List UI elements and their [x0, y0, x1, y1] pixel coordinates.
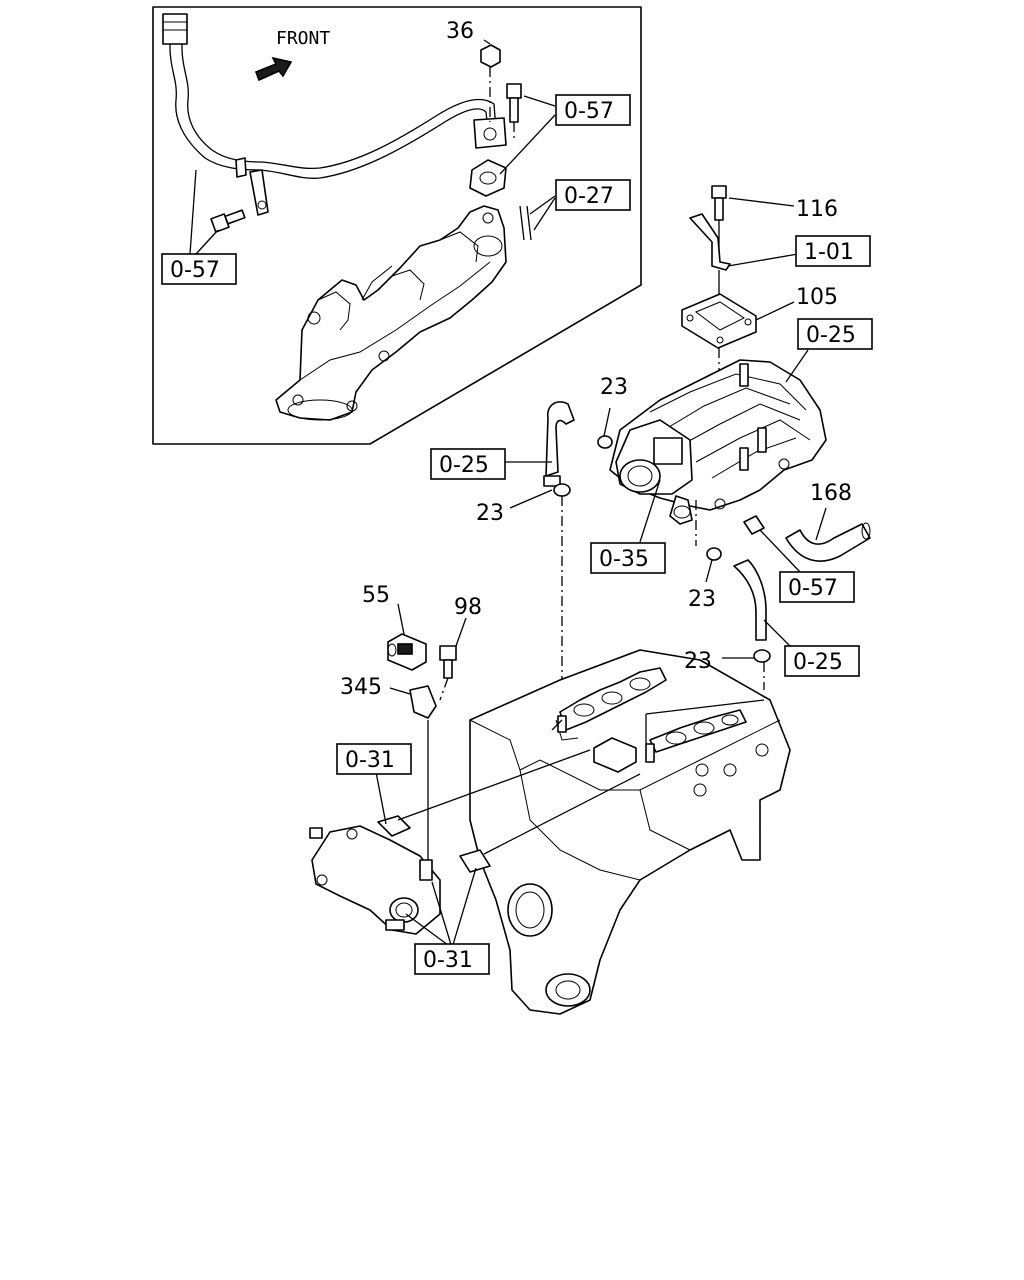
ref-box-0-25-right[interactable]: 0-25	[797, 318, 873, 350]
svg-text:0-25: 0-25	[793, 650, 843, 675]
ref-box-1-01[interactable]: 1-01	[795, 235, 871, 267]
pipe-flange	[469, 117, 507, 197]
inset-panel: FRONT	[152, 6, 642, 445]
svg-text:1-01: 1-01	[804, 240, 854, 265]
callout-36: 36	[446, 19, 474, 44]
svg-text:0-57: 0-57	[170, 258, 220, 283]
throttle-body	[615, 419, 693, 525]
callout-116: 116	[796, 197, 838, 222]
ref-box-0-25-left[interactable]: 0-25	[430, 448, 506, 480]
callout-23-d: 23	[684, 649, 712, 674]
bolt-left	[210, 209, 246, 233]
bracket-345	[409, 685, 437, 719]
callout-23-a: 23	[600, 375, 628, 400]
svg-text:0-31: 0-31	[345, 748, 395, 773]
gasket-b	[459, 849, 491, 873]
intake-manifold-assembly	[505, 185, 871, 720]
ref-box-0-35[interactable]: 0-35	[590, 542, 666, 574]
svg-text:0-57: 0-57	[564, 99, 614, 124]
callout-345: 345	[340, 675, 382, 700]
sensor-55	[387, 633, 427, 671]
ref-box-0-31-upper[interactable]: 0-31	[336, 743, 412, 775]
callout-105: 105	[796, 285, 838, 310]
nut-36	[480, 44, 501, 68]
front-label: FRONT	[276, 28, 330, 49]
svg-text:0-57: 0-57	[788, 576, 838, 601]
callout-23-b: 23	[476, 501, 504, 526]
callout-23-c: 23	[688, 587, 716, 612]
clamp-23-d	[753, 649, 771, 663]
plate-105	[681, 293, 757, 349]
crank-pulley	[507, 883, 591, 1007]
gasket-a	[377, 815, 411, 837]
egr-pipe	[162, 13, 497, 216]
bolt-98	[439, 645, 457, 679]
intake-gasket	[559, 667, 747, 753]
thermostat-housing	[309, 825, 441, 935]
ref-box-0-57-right[interactable]: 0-57	[779, 571, 855, 603]
svg-text:0-25: 0-25	[439, 453, 489, 478]
front-arrow-icon	[254, 56, 293, 82]
clamp-23-b	[597, 435, 613, 449]
ref-box-0-31-lower[interactable]: 0-31	[414, 943, 490, 975]
callout-55: 55	[362, 583, 390, 608]
clamp-23-a	[553, 483, 571, 497]
callout-168: 168	[810, 481, 852, 506]
ref-box-0-27[interactable]: 0-27	[555, 179, 631, 211]
bolt-116	[711, 185, 727, 221]
lower-left-parts	[309, 603, 765, 949]
exhaust-manifold	[275, 205, 507, 421]
svg-text:0-31: 0-31	[423, 948, 473, 973]
ref-box-0-57-top[interactable]: 0-57	[555, 94, 631, 126]
ref-box-0-57-left[interactable]: 0-57	[161, 253, 237, 285]
svg-text:0-27: 0-27	[564, 184, 614, 209]
svg-text:0-25: 0-25	[806, 323, 856, 348]
svg-text:0-35: 0-35	[599, 547, 649, 572]
hose-168	[785, 522, 871, 562]
bolt-upper	[506, 83, 522, 123]
engine-block	[469, 649, 791, 1015]
callout-98: 98	[454, 595, 482, 620]
clamp-23-c	[706, 547, 722, 561]
ref-box-0-25-lower[interactable]: 0-25	[784, 645, 860, 677]
